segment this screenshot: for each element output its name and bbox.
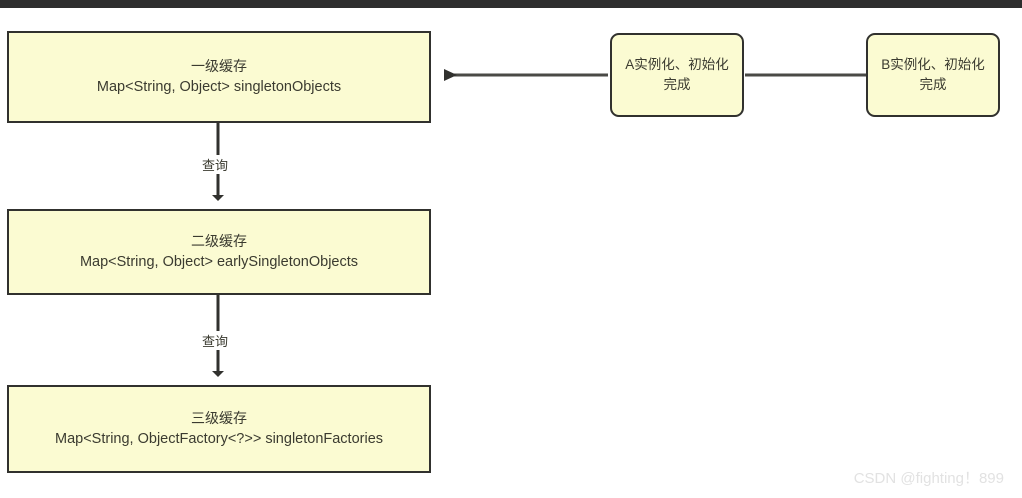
node-level1-cache-detail: Map<String, Object> singletonObjects xyxy=(96,78,342,95)
node-bean-b-label: B实例化、初始化完成 xyxy=(881,56,985,92)
node-bean-a[interactable]: A实例化、初始化完成 xyxy=(610,33,744,117)
edge-label-query-level1-level2: 查询 xyxy=(199,155,232,174)
node-level2-cache-detail: Map<String, Object> earlySingletonObject… xyxy=(79,253,359,270)
node-level1-cache-title: 一级缓存 xyxy=(191,58,247,75)
node-level3-cache[interactable]: 三级缓存 Map<String, ObjectFactory<?>> singl… xyxy=(7,385,431,473)
node-bean-b[interactable]: B实例化、初始化完成 xyxy=(866,33,1000,117)
watermark-text: CSDN @fighting！899 xyxy=(853,470,1004,487)
top-dark-bar xyxy=(0,0,1022,8)
node-bean-a-label: A实例化、初始化完成 xyxy=(625,56,729,92)
node-level1-cache[interactable]: 一级缓存 Map<String, Object> singletonObject… xyxy=(7,31,431,123)
node-level3-cache-title: 三级缓存 xyxy=(191,410,247,427)
node-level2-cache-title: 二级缓存 xyxy=(191,233,247,250)
edge-label-query-level2-level3: 查询 xyxy=(199,331,232,350)
node-level3-cache-detail: Map<String, ObjectFactory<?>> singletonF… xyxy=(54,430,384,447)
node-level2-cache[interactable]: 二级缓存 Map<String, Object> earlySingletonO… xyxy=(7,209,431,295)
